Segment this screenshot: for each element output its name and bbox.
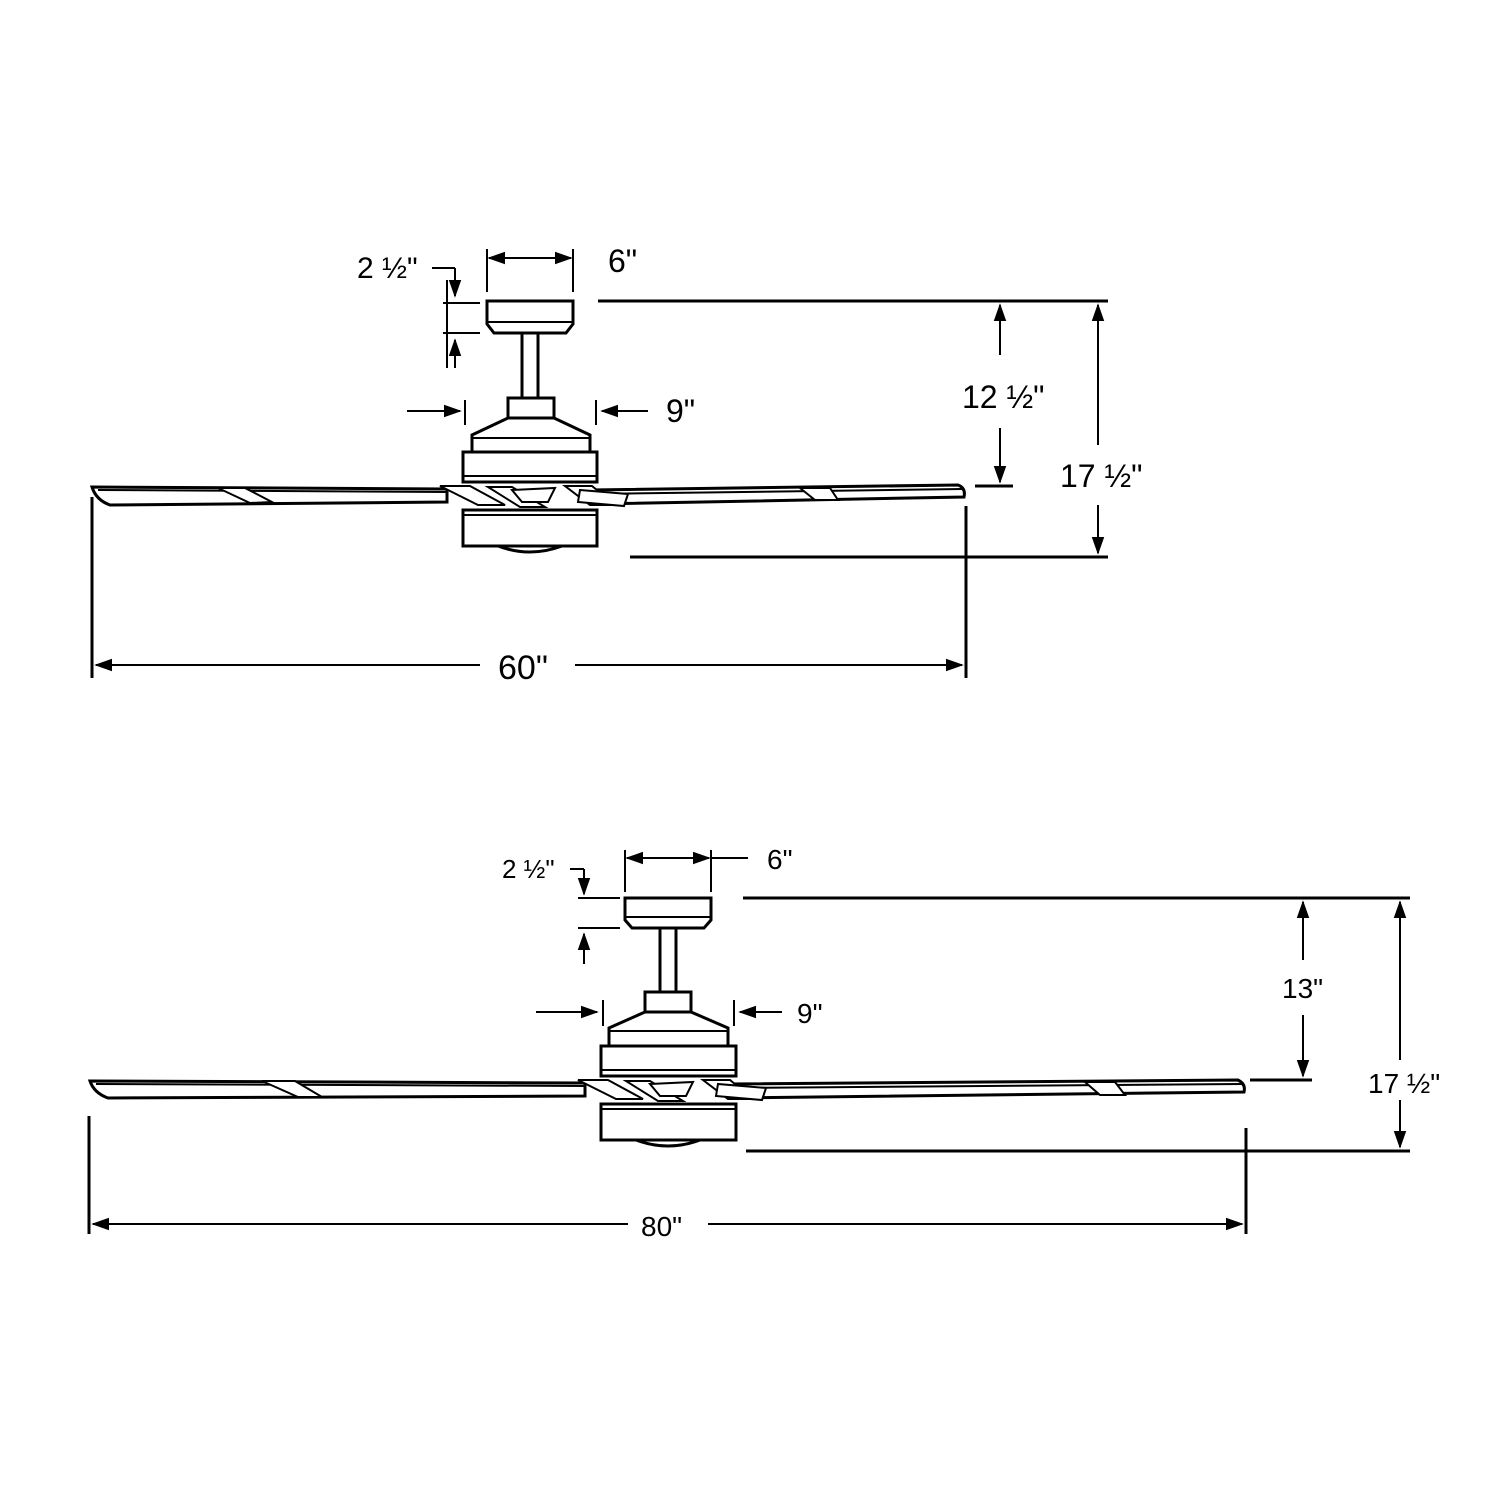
canopy-height-label: 2 ½" bbox=[502, 854, 555, 884]
canopy-width-label: 6" bbox=[767, 844, 793, 875]
canopy-height-label: 2 ½" bbox=[357, 252, 418, 285]
motor-housing bbox=[470, 416, 592, 454]
blade-span-label: 80" bbox=[641, 1211, 682, 1242]
canopy bbox=[485, 299, 575, 335]
motor-housing bbox=[607, 1010, 730, 1048]
light-kit bbox=[599, 1102, 738, 1142]
ceiling-to-blade-label: 13" bbox=[1282, 973, 1323, 1004]
motor-width-label: 9" bbox=[666, 393, 695, 429]
motor-collar bbox=[643, 990, 693, 1014]
motor-collar bbox=[506, 396, 556, 420]
blade-irons bbox=[439, 485, 506, 506]
blade-span-label: 60" bbox=[498, 649, 548, 687]
downrod bbox=[520, 331, 540, 400]
downrod bbox=[658, 926, 678, 994]
fan-80-drawing: 6" 2 ½" 9" 13" 17 ½" 80" bbox=[87, 844, 1440, 1242]
fan-60-drawing: 6" 2 ½" 9" 12 ½" 17 ½" 60" bbox=[89, 243, 1143, 687]
canopy bbox=[623, 896, 713, 930]
right-blade bbox=[725, 1078, 1246, 1100]
canopy-width-label: 6" bbox=[608, 243, 637, 279]
ceiling-to-blade-label: 12 ½" bbox=[962, 379, 1045, 415]
right-blade bbox=[587, 483, 966, 506]
motor-width-label: 9" bbox=[797, 998, 823, 1029]
light-kit bbox=[461, 508, 599, 548]
overall-height-label: 17 ½" bbox=[1368, 1068, 1440, 1099]
overall-height-label: 17 ½" bbox=[1060, 458, 1143, 494]
blade-irons bbox=[577, 1079, 644, 1100]
